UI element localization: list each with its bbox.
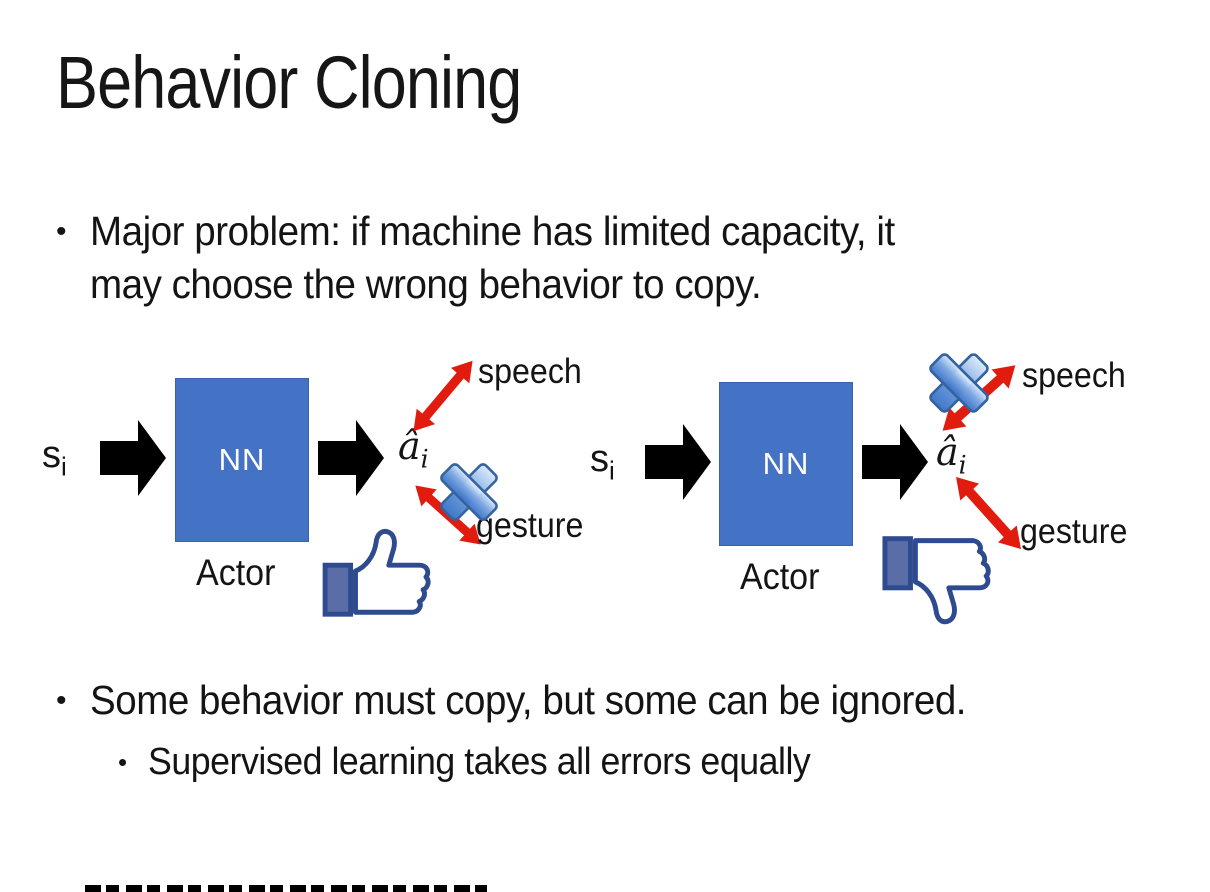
action-subscript: i xyxy=(420,444,429,474)
thumbs-up-icon xyxy=(320,526,438,624)
right-input-arrow-icon xyxy=(645,414,711,510)
left-speech-branch-arrow-icon xyxy=(402,351,484,441)
cross-out-icon xyxy=(437,460,501,524)
right-gesture-label: gesture xyxy=(1020,512,1128,551)
bullet-supervised-learning: • Supervised learning takes all errors e… xyxy=(118,738,853,786)
bullet-line: Supervised learning takes all errors equ… xyxy=(148,741,811,783)
left-input-arrow-icon xyxy=(100,410,166,506)
right-input-state-label: si xyxy=(590,438,615,487)
state-subscript: i xyxy=(61,451,67,482)
bullet-glyph: • xyxy=(118,747,128,777)
page-title: Behavior Cloning xyxy=(56,41,522,124)
left-output-arrow-icon xyxy=(316,410,386,506)
nn-box-label: NN xyxy=(218,442,266,477)
bullet-glyph: • xyxy=(56,215,67,248)
right-actor-caption: Actor xyxy=(740,556,820,597)
left-nn-box: NN xyxy=(175,378,309,542)
left-input-state-label: si xyxy=(42,434,67,483)
state-symbol: s xyxy=(42,434,61,476)
right-gesture-branch-arrow-icon xyxy=(945,467,1032,559)
action-symbol: â xyxy=(936,430,959,474)
right-nn-box: NN xyxy=(719,382,853,546)
cutoff-text-line xyxy=(85,885,487,892)
action-symbol: â xyxy=(398,424,421,468)
right-speech-label: speech xyxy=(1022,356,1126,395)
bullet-line: may choose the wrong behavior to copy. xyxy=(90,261,762,307)
left-gesture-label: gesture xyxy=(476,506,584,545)
right-output-arrow-icon xyxy=(860,414,930,510)
bullet-line: Major problem: if machine has limited ca… xyxy=(90,208,895,254)
nn-box-label: NN xyxy=(762,446,810,481)
thumbs-down-icon xyxy=(880,528,998,628)
bullet-some-behavior: • Some behavior must copy, but some can … xyxy=(56,674,1022,727)
bullet-glyph: • xyxy=(56,684,67,717)
cross-out-icon xyxy=(926,350,992,416)
bullet-major-problem: • Major problem: if machine has limited … xyxy=(56,205,946,311)
state-symbol: s xyxy=(590,438,609,480)
left-output-action-label: âi xyxy=(398,424,429,474)
left-actor-caption: Actor xyxy=(196,552,276,593)
bullet-line: Some behavior must copy, but some can be… xyxy=(90,677,967,723)
right-output-action-label: âi xyxy=(936,430,967,480)
action-subscript: i xyxy=(958,450,967,480)
state-subscript: i xyxy=(609,455,615,486)
left-speech-label: speech xyxy=(478,352,582,391)
